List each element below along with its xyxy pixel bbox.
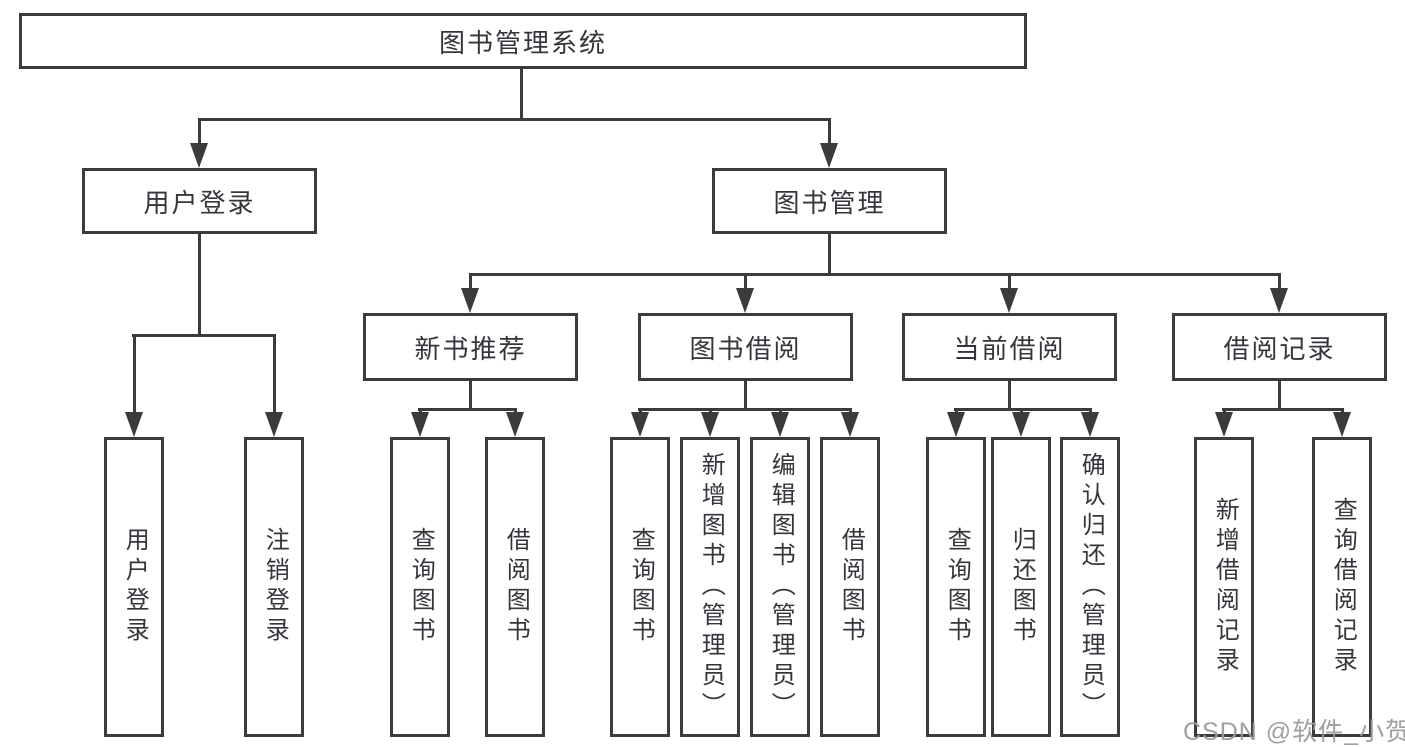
connector-line <box>1278 381 1281 408</box>
arrowhead-icon <box>820 143 838 168</box>
connector-line <box>1020 408 1023 414</box>
connector-line <box>419 408 422 414</box>
arrowhead-icon <box>1081 412 1099 437</box>
node-book-borrow: 图书借阅 <box>638 313 853 381</box>
arrowhead-icon <box>125 412 143 437</box>
connector-line <box>828 234 831 273</box>
leaf-label: 注销登录 <box>261 527 289 647</box>
connector-line <box>1223 408 1226 414</box>
leaf-label: 新增借阅记录 <box>1211 497 1239 677</box>
connector-line <box>133 334 136 414</box>
connector-line <box>469 273 1281 276</box>
arrowhead-icon <box>771 412 789 437</box>
leaf-label: 归还图书 <box>1008 527 1036 647</box>
connector-line <box>954 408 1092 411</box>
connector-line <box>638 408 852 411</box>
connector-line <box>469 381 472 408</box>
leaf-borrow-books: 借阅图书 <box>820 437 880 737</box>
node-label: 当前借阅 <box>953 333 1066 364</box>
leaf-label: 查询图书 <box>627 527 655 647</box>
leaf-label: 查询图书 <box>407 527 435 647</box>
arrowhead-icon <box>701 412 719 437</box>
arrowhead-icon <box>411 412 429 437</box>
arrowhead-icon <box>631 412 649 437</box>
leaf-return-book: 归还图书 <box>991 437 1051 737</box>
connector-line <box>418 408 517 411</box>
node-label: 图书管理系统 <box>438 27 607 58</box>
leaf-confirm-return-admin: 确认归还（管理员） <box>1060 437 1120 737</box>
leaf-query-books-recommend: 查询图书 <box>390 437 450 737</box>
leaf-query-books-borrow: 查询图书 <box>610 437 670 737</box>
node-current-borrow: 当前借阅 <box>902 313 1117 381</box>
connector-line <box>1341 408 1344 414</box>
watermark: CSDN @软件_小贺同学 <box>1183 718 1405 746</box>
connector-line <box>1222 408 1344 411</box>
leaf-query-borrow-record: 查询借阅记录 <box>1312 437 1372 737</box>
node-book-management: 图书管理 <box>712 168 947 234</box>
connector-line <box>709 408 712 414</box>
leaf-label: 用户登录 <box>121 527 149 647</box>
leaf-logout: 注销登录 <box>244 437 304 737</box>
connector-line <box>132 334 276 337</box>
connector-line <box>520 69 523 118</box>
connector-line <box>744 273 747 290</box>
connector-line <box>779 408 782 414</box>
node-label: 用户登录 <box>143 187 256 218</box>
arrowhead-icon <box>461 288 479 313</box>
connector-line <box>1089 408 1092 414</box>
arrowhead-icon <box>841 412 859 437</box>
leaf-label: 编辑图书（管理员） <box>767 452 795 722</box>
arrowhead-icon <box>1215 412 1233 437</box>
connector-line <box>955 408 958 414</box>
connector-line <box>1278 273 1281 290</box>
arrowhead-icon <box>1000 288 1018 313</box>
leaf-label: 新增图书（管理员） <box>697 452 725 722</box>
node-new-book-recommend: 新书推荐 <box>363 313 578 381</box>
connector-line <box>198 234 201 334</box>
node-root: 图书管理系统 <box>19 13 1027 69</box>
leaf-label: 借阅图书 <box>837 527 865 647</box>
arrowhead-icon <box>1270 288 1288 313</box>
arrowhead-icon <box>736 288 754 313</box>
leaf-user-login: 用户登录 <box>104 437 164 737</box>
connector-line <box>469 273 472 290</box>
node-borrow-records: 借阅记录 <box>1172 313 1387 381</box>
arrowhead-icon <box>947 412 965 437</box>
leaf-borrow-books-recommend: 借阅图书 <box>485 437 545 737</box>
node-user-login: 用户登录 <box>82 168 317 234</box>
connector-line <box>198 118 831 121</box>
leaf-label: 查询图书 <box>943 527 971 647</box>
leaf-label: 确认归还（管理员） <box>1077 452 1105 722</box>
node-label: 图书借阅 <box>689 333 802 364</box>
arrowhead-icon <box>265 412 283 437</box>
connector-line <box>514 408 517 414</box>
leaf-add-book-admin: 新增图书（管理员） <box>680 437 740 737</box>
leaf-label: 借阅图书 <box>502 527 530 647</box>
connector-line <box>273 334 276 414</box>
arrowhead-icon <box>506 412 524 437</box>
connector-line <box>1008 381 1011 408</box>
connector-line <box>849 408 852 414</box>
node-label: 图书管理 <box>773 187 886 218</box>
connector-line <box>198 118 201 145</box>
leaf-add-borrow-record: 新增借阅记录 <box>1194 437 1254 737</box>
leaf-edit-book-admin: 编辑图书（管理员） <box>750 437 810 737</box>
connector-line <box>1008 273 1011 290</box>
connector-line <box>744 381 747 408</box>
arrowhead-icon <box>190 143 208 168</box>
arrowhead-icon <box>1012 412 1030 437</box>
connector-line <box>639 408 642 414</box>
node-label: 新书推荐 <box>414 333 527 364</box>
leaf-query-books-current: 查询图书 <box>926 437 986 737</box>
arrowhead-icon <box>1333 412 1351 437</box>
leaf-label: 查询借阅记录 <box>1329 497 1357 677</box>
node-label: 借阅记录 <box>1223 333 1336 364</box>
connector-line <box>828 118 831 145</box>
